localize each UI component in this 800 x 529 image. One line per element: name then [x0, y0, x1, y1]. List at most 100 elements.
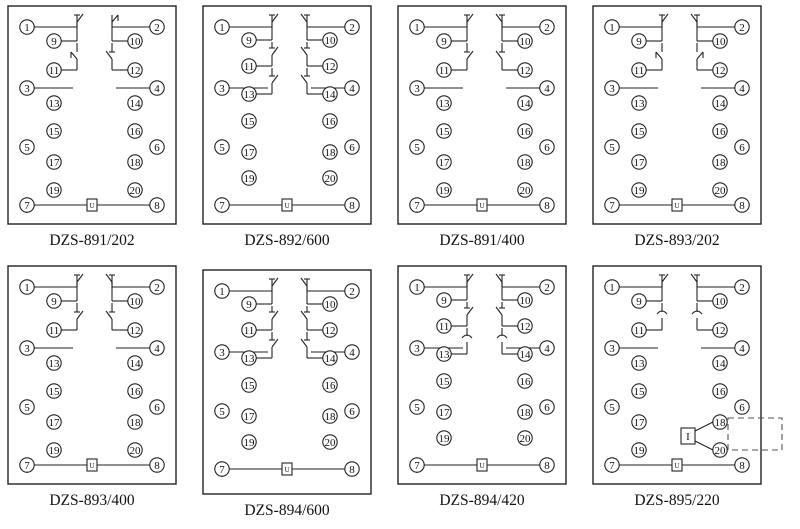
terminal-17: 17 [46, 414, 62, 430]
terminal-9: 9 [46, 293, 62, 309]
terminal-label: 17 [634, 157, 646, 169]
terminal-circle [127, 123, 143, 139]
terminal-label: 8 [349, 464, 355, 476]
terminal-7: 7 [604, 457, 620, 473]
terminal-13: 13 [631, 355, 647, 371]
terminal-label: 19 [49, 445, 61, 457]
terminal-4: 4 [734, 80, 750, 96]
terminal-11: 11 [436, 62, 452, 78]
coil-box [671, 458, 683, 472]
terminal-label: 7 [609, 460, 615, 472]
terminal-circle [631, 414, 647, 430]
terminal-17: 17 [46, 154, 62, 170]
terminal-label: 10 [520, 36, 532, 48]
contact-blade [271, 74, 279, 84]
terminal-6: 6 [149, 399, 165, 415]
coil-label: U [479, 202, 484, 210]
coil-symbol: U [476, 198, 488, 212]
terminal-2: 2 [734, 279, 750, 295]
terminal-label: 1 [414, 282, 420, 294]
terminal-12: 12 [322, 58, 338, 74]
terminal-label: 13 [634, 358, 646, 370]
terminal-label: 19 [634, 445, 646, 457]
terminal-label: 19 [634, 185, 646, 197]
terminal-circle [127, 442, 143, 458]
terminal-label: 8 [739, 460, 745, 472]
terminal-7: 7 [19, 457, 35, 473]
terminal-17: 17 [436, 404, 452, 420]
terminal-label: 9 [636, 296, 642, 308]
terminal-label: 9 [441, 36, 447, 48]
terminal-2: 2 [344, 283, 360, 299]
terminal-label: 1 [609, 22, 615, 34]
terminal-16: 16 [712, 383, 728, 399]
terminal-label: 7 [219, 464, 225, 476]
terminal-label: 17 [244, 411, 256, 423]
terminal-19: 19 [241, 434, 257, 450]
terminal-16: 16 [127, 383, 143, 399]
panel-caption: DZS-893/202 [634, 232, 719, 249]
terminal-circle [127, 414, 143, 430]
terminal-1: 1 [604, 279, 620, 295]
terminal-11: 11 [241, 322, 257, 338]
terminal-label: 4 [544, 343, 550, 355]
terminal-12: 12 [712, 322, 728, 338]
terminal-label: 16 [130, 126, 142, 138]
terminal-label: 14 [325, 353, 337, 365]
contact-blade [655, 51, 663, 60]
terminal-label: 12 [520, 321, 531, 333]
terminal-label: 10 [715, 36, 727, 48]
terminal-label: 4 [739, 83, 745, 95]
terminal-9: 9 [241, 32, 257, 48]
contact-blade [300, 310, 308, 320]
terminal-8: 8 [344, 461, 360, 477]
terminal-label: 13 [439, 98, 451, 110]
terminal-label: 3 [219, 347, 225, 359]
terminal-circle [631, 442, 647, 458]
terminal-circle [127, 95, 143, 111]
terminal-label: 3 [609, 343, 615, 355]
terminal-2: 2 [539, 19, 555, 35]
terminal-11: 11 [46, 322, 62, 338]
terminal-label: 18 [520, 407, 532, 419]
terminal-label: 15 [634, 386, 646, 398]
contact-blade [271, 338, 279, 348]
contact-blade [300, 74, 308, 84]
terminal-circle [127, 182, 143, 198]
terminal-15: 15 [46, 383, 62, 399]
terminal-17: 17 [241, 408, 257, 424]
terminal-circle [734, 399, 750, 415]
contact-blade [495, 273, 503, 283]
terminal-label: 5 [609, 142, 615, 154]
terminal-18: 18 [127, 154, 143, 170]
terminal-19: 19 [46, 442, 62, 458]
terminal-11: 11 [436, 318, 452, 334]
terminal-label: 20 [520, 185, 532, 197]
terminal-circle [127, 383, 143, 399]
terminal-label: 17 [439, 407, 451, 419]
terminal-label: 20 [325, 437, 337, 449]
terminal-circle [712, 154, 728, 170]
terminal-label: 8 [349, 200, 355, 212]
terminal-6: 6 [734, 399, 750, 415]
contact-blade [300, 13, 308, 23]
terminal-14: 14 [322, 86, 338, 102]
terminal-label: 19 [244, 173, 256, 185]
panel-frame [397, 265, 567, 485]
terminal-circle [322, 434, 338, 450]
panel-frame [7, 5, 177, 225]
terminal-circle [436, 95, 452, 111]
terminal-label: 12 [130, 325, 141, 337]
contact-blade [70, 51, 78, 60]
terminal-12: 12 [127, 62, 143, 78]
terminal-16: 16 [517, 373, 533, 389]
terminal-label: 3 [414, 343, 420, 355]
terminal-7: 7 [409, 457, 425, 473]
terminal-label: 10 [130, 36, 142, 48]
panel-caption: DZS-891/202 [49, 232, 134, 249]
terminal-circle [46, 442, 62, 458]
panel-frame [202, 5, 372, 225]
panel-frame [592, 5, 762, 225]
